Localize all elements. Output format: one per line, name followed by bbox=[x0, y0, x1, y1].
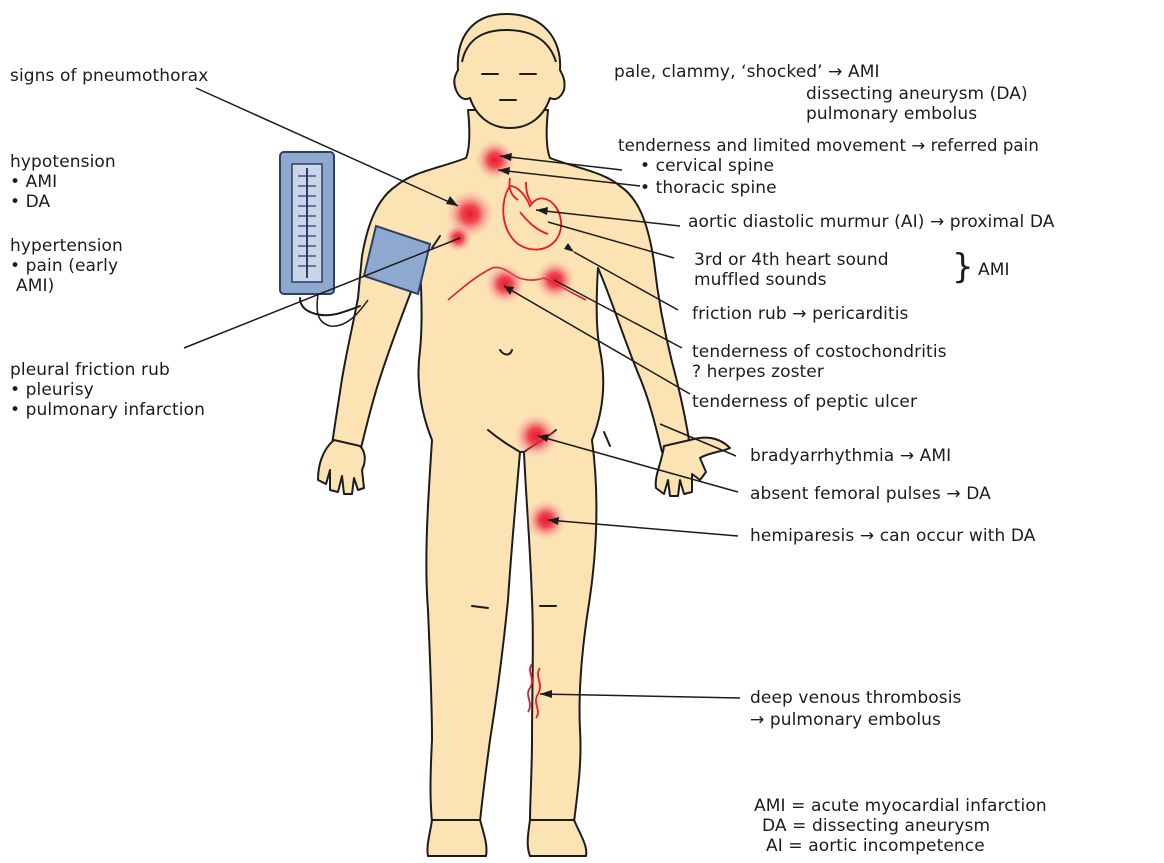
label-hemiparesis: hemiparesis → can occur with DA bbox=[750, 526, 1035, 546]
left-hand bbox=[318, 440, 365, 494]
label-pneumothorax: signs of pneumothorax bbox=[10, 66, 208, 86]
label-pulmonary-embolus: pulmonary embolus bbox=[806, 104, 977, 124]
label-tenderness-limited: tenderness and limited movement → referr… bbox=[618, 136, 1039, 156]
label-costochondritis: tenderness of costochondritis bbox=[692, 342, 947, 362]
body-torso bbox=[332, 110, 690, 822]
label-pleural-pleurisy: • pleurisy bbox=[10, 380, 94, 400]
legend-ai: AI = aortic incompetence bbox=[766, 836, 985, 856]
label-hypertension-title: hypertension bbox=[10, 236, 123, 256]
label-hypotension-title: hypotension bbox=[10, 152, 116, 172]
label-dvt-embolus: → pulmonary embolus bbox=[750, 710, 941, 730]
label-dissecting-aneurysm: dissecting aneurysm (DA) bbox=[806, 84, 1028, 104]
label-heart-ami: AMI bbox=[978, 260, 1010, 280]
label-femoral-pulses: absent femoral pulses → DA bbox=[750, 484, 991, 504]
label-cervical-spine: • cervical spine bbox=[640, 156, 774, 176]
label-pleural-title: pleural friction rub bbox=[10, 360, 170, 380]
label-pleural-infarction: • pulmonary infarction bbox=[10, 400, 205, 420]
hotspot-femoral bbox=[514, 414, 558, 458]
label-herpes-zoster: ? herpes zoster bbox=[692, 362, 824, 382]
legend-ami: AMI = acute myocardial infarction bbox=[754, 796, 1047, 816]
label-friction-rub: friction rub → pericarditis bbox=[692, 304, 909, 324]
label-peptic-ulcer: tenderness of peptic ulcer bbox=[692, 392, 917, 412]
label-heart-sound: 3rd or 4th heart sound bbox=[694, 250, 889, 270]
left-foot bbox=[427, 820, 486, 856]
label-muffled-sounds: muffled sounds bbox=[694, 270, 827, 290]
label-aortic-murmur: aortic diastolic murmur (AI) → proximal … bbox=[688, 212, 1055, 232]
label-hypotension-ami: • AMI bbox=[10, 172, 57, 192]
brace-icon: } bbox=[952, 250, 974, 284]
label-bradyarrhythmia: bradyarrhythmia → AMI bbox=[750, 446, 951, 466]
right-foot bbox=[528, 820, 587, 856]
label-pale-clammy: pale, clammy, ‘shocked’ → AMI bbox=[614, 62, 880, 82]
label-hypotension-da: • DA bbox=[10, 192, 50, 212]
label-dvt: deep venous thrombosis bbox=[750, 688, 961, 708]
label-hypertension-ami: AMI) bbox=[16, 276, 54, 296]
blood-pressure-monitor bbox=[280, 152, 334, 294]
legend-da: DA = dissecting aneurysm bbox=[762, 816, 990, 836]
hotspot-sternum bbox=[485, 264, 525, 304]
label-hypertension-pain: • pain (early bbox=[10, 256, 118, 276]
hotspot-thigh bbox=[526, 500, 566, 540]
label-thoracic-spine: • thoracic spine bbox=[640, 178, 777, 198]
